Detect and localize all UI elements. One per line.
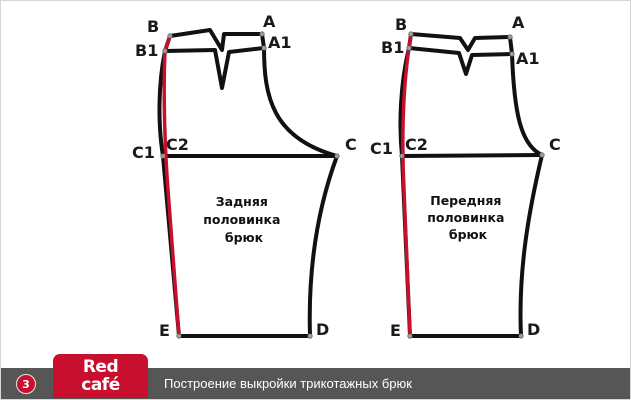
front-inseam [518, 153, 544, 338]
point-marker [406, 45, 412, 51]
back-piece: B A B1 A1 C1 C2 C E D Задняя половинка б… [132, 12, 357, 340]
point-marker [507, 34, 513, 40]
front-point-e: E [390, 321, 401, 340]
back-highlight-seam [162, 34, 181, 338]
step-number-badge: 3 [16, 374, 36, 394]
front-point-c2: C2 [405, 135, 428, 154]
front-label-line3: брюк [449, 227, 488, 242]
back-point-c1: C1 [132, 143, 155, 162]
point-marker [162, 48, 168, 54]
point-marker [167, 33, 173, 39]
front-waist-top [410, 32, 511, 52]
image-caption: Построение выкройки трикотажных брюк [164, 376, 412, 391]
front-point-a1: A1 [516, 49, 540, 68]
point-marker [407, 333, 413, 339]
front-point-a: A [512, 13, 525, 32]
point-marker [408, 31, 414, 37]
front-label-line1: Передняя [430, 193, 501, 208]
point-marker [307, 333, 313, 339]
back-label-line3: брюк [225, 230, 264, 245]
front-point-c1: C1 [370, 139, 393, 158]
back-point-e: E [159, 321, 170, 340]
back-waist-top [169, 28, 262, 52]
point-marker [334, 153, 340, 159]
point-marker [399, 153, 405, 159]
front-label-line2: половинка [427, 210, 504, 225]
back-inseam [307, 154, 339, 338]
front-highlight-seam [401, 32, 413, 338]
point-marker [509, 51, 515, 57]
front-point-b1: B1 [381, 38, 404, 57]
back-label-line1: Задняя [216, 194, 268, 209]
front-center-seam [508, 36, 543, 157]
point-marker [261, 45, 267, 51]
front-piece: B A B1 A1 C1 C2 C E D Передняя половинка… [370, 13, 561, 340]
point-marker [539, 152, 545, 158]
logo-text-cafe: café [81, 374, 120, 395]
back-point-c2: C2 [166, 135, 189, 154]
logo-text-red: Red [82, 356, 119, 377]
point-marker [176, 333, 182, 339]
point-marker [518, 333, 524, 339]
back-center-seam [260, 33, 338, 158]
front-waist-lower [408, 46, 513, 76]
back-label-line2: половинка [203, 212, 280, 227]
back-point-a1: A1 [268, 33, 292, 52]
back-point-c: C [345, 135, 357, 154]
trouser-pattern-diagram: B A B1 A1 C1 C2 C E D Задняя половинка б… [132, 12, 561, 340]
point-marker [259, 31, 265, 37]
back-piece-label: Задняя половинка брюк [203, 194, 285, 245]
front-points [399, 31, 545, 339]
back-point-a: A [263, 12, 276, 31]
front-point-b: B [395, 15, 407, 34]
point-marker [160, 153, 166, 159]
back-point-d: D [316, 320, 329, 339]
back-waist-lower [164, 46, 265, 90]
caption-bar: 3 Red café Построение выкройки трикотажн… [1, 354, 630, 399]
front-point-c: C [549, 135, 561, 154]
front-piece-label: Передняя половинка брюк [427, 193, 509, 242]
front-hip-line [401, 153, 543, 158]
redcafe-logo[interactable]: Red café [53, 354, 148, 398]
back-points [160, 31, 340, 339]
front-point-d: D [527, 320, 540, 339]
back-point-b: B [147, 17, 159, 36]
back-point-b1: B1 [135, 41, 158, 60]
